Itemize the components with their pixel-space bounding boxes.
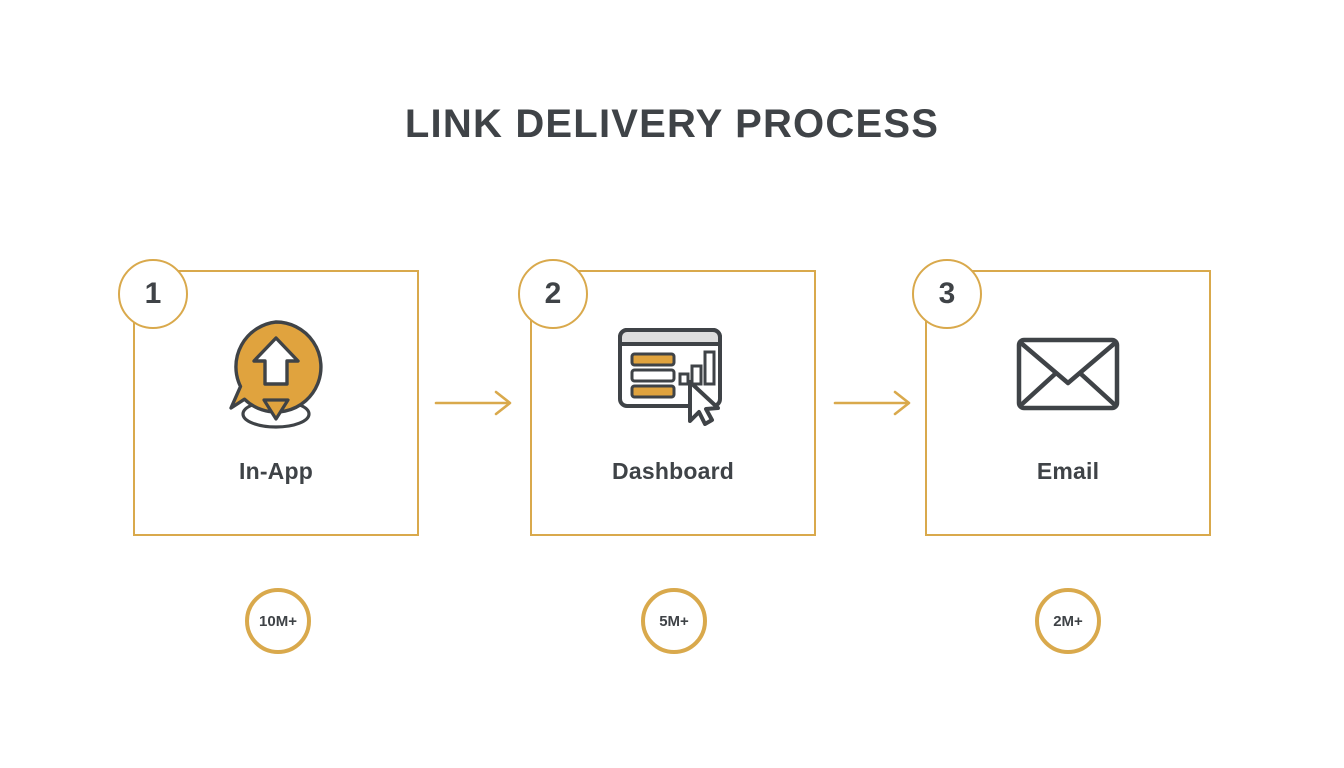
stat-badge-2: 5M+	[641, 588, 707, 654]
stat-badge-1: 10M+	[245, 588, 311, 654]
arrow-step2-to-step3-icon	[833, 388, 917, 418]
dashboard-window-cursor-icon	[618, 328, 722, 426]
step-card-3-label: Email	[1036, 458, 1100, 484]
dashboard-icon-slot	[532, 314, 814, 434]
stat-badge-3: 2M+	[1035, 588, 1101, 654]
step-card-1-label: In-App	[238, 458, 313, 484]
in-app-icon-slot	[135, 314, 417, 434]
speech-bubble-upload-pin-icon	[229, 320, 323, 429]
arrow-step1-to-step2-icon	[434, 388, 518, 418]
step-number-badge-1: 1	[118, 259, 188, 329]
step-card-2-label: Dashboard	[612, 458, 734, 484]
step-card-2[interactable]: Dashboard	[530, 270, 816, 536]
page-title: LINK DELIVERY PROCESS	[404, 102, 940, 146]
step-number-badge-2: 2	[518, 259, 588, 329]
step-card-1[interactable]: In-App	[133, 270, 419, 536]
email-icon-slot	[927, 314, 1209, 434]
envelope-icon	[1016, 337, 1120, 411]
step-number-badge-3: 3	[912, 259, 982, 329]
